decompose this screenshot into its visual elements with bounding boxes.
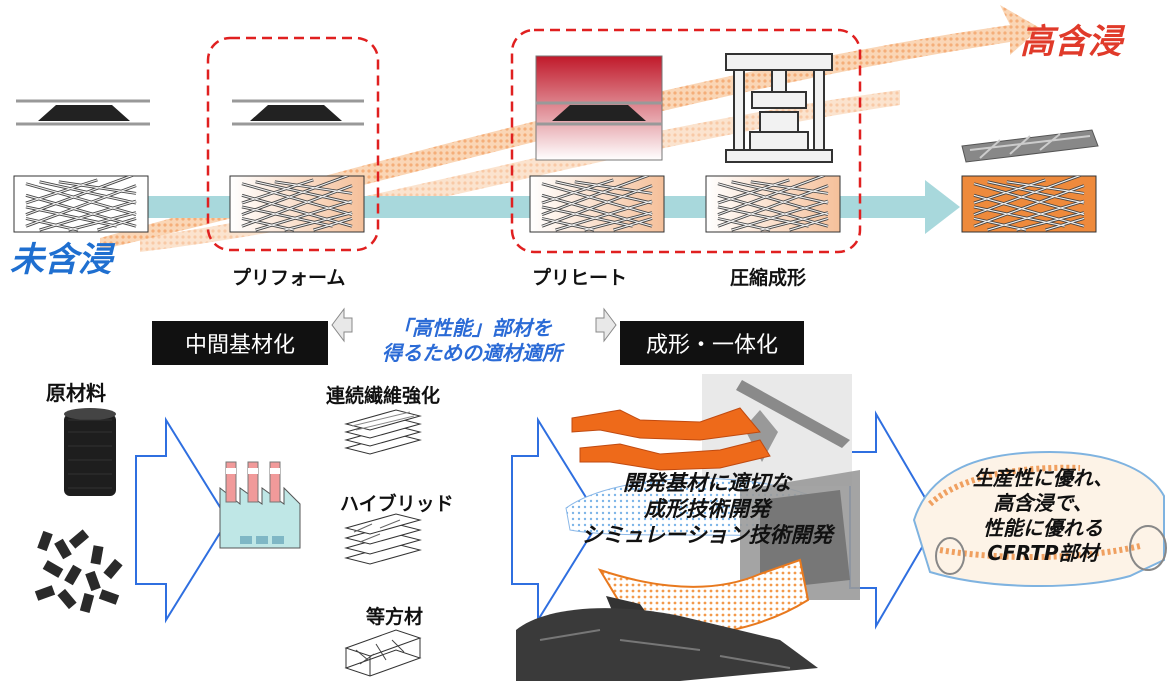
unimpregnated-label: 未含浸 bbox=[10, 240, 112, 280]
intermediate-material-box: 中間基材化 bbox=[152, 321, 328, 365]
development-line-3: シミュレーション技術開発 bbox=[581, 523, 833, 547]
result-line-1: 生産性に優れ、 bbox=[972, 466, 1114, 490]
factory-icon bbox=[219, 461, 301, 549]
flow-arrow-2 bbox=[511, 416, 602, 624]
molding-integration-box: 成形・一体化 bbox=[620, 321, 804, 365]
mold-dashed-box bbox=[510, 28, 862, 254]
molded-parts-collage bbox=[516, 374, 860, 681]
pressed-plate-1 bbox=[16, 99, 150, 126]
development-line-2: 成形技術開発 bbox=[644, 497, 770, 521]
material-isotropic-label: 等方材 bbox=[366, 606, 424, 628]
result-line-3: 性能に優れる bbox=[983, 516, 1103, 540]
carbon-fiber-spool bbox=[64, 408, 116, 496]
development-text: 開発基材に適切な 成形技術開発 シミュレーション技術開発 bbox=[552, 470, 862, 548]
raw-material-title: 原材料 bbox=[46, 381, 106, 405]
mesh-box-5 bbox=[961, 175, 1097, 233]
finished-part-3d bbox=[961, 129, 1099, 163]
mesh-box-1 bbox=[13, 175, 149, 233]
result-line-2: 高含浸で、 bbox=[993, 491, 1093, 515]
step-label-preheat: プリヒート bbox=[532, 267, 628, 289]
preform-dashed-box bbox=[206, 36, 380, 252]
car-outline bbox=[912, 450, 1167, 588]
pellets bbox=[34, 529, 123, 613]
press-machine bbox=[725, 53, 833, 163]
caption-line-1: 「高性能」部材を bbox=[392, 316, 552, 340]
right-material-caption: 「高性能」部材を 得るための適材適所 bbox=[354, 316, 590, 366]
mesh-box-3 bbox=[529, 175, 665, 233]
result-line-4: CFRTP部材 bbox=[987, 541, 1099, 565]
isotropic-block bbox=[344, 629, 422, 677]
high-impregnated-label: 高含浸 bbox=[1020, 22, 1122, 62]
material-continuous-label: 連続繊維強化 bbox=[326, 385, 441, 407]
hybrid-layers bbox=[344, 513, 422, 565]
caption-line-2: 得るための適材適所 bbox=[382, 341, 562, 365]
flow-arrow-1 bbox=[135, 416, 230, 624]
step-label-preform: プリフォーム bbox=[232, 267, 346, 289]
material-hybrid-label: ハイブリッド bbox=[340, 493, 454, 515]
mesh-box-4 bbox=[705, 175, 841, 233]
result-text: 生産性に優れ、 高含浸で、 性能に優れる CFRTP部材 bbox=[928, 466, 1158, 566]
mesh-box-2 bbox=[229, 175, 365, 233]
continuous-fiber-layers bbox=[344, 409, 422, 455]
development-line-1: 開発基材に適切な bbox=[623, 471, 791, 495]
pressed-plate-2 bbox=[232, 99, 364, 126]
step-label-compression: 圧縮成形 bbox=[730, 267, 807, 289]
